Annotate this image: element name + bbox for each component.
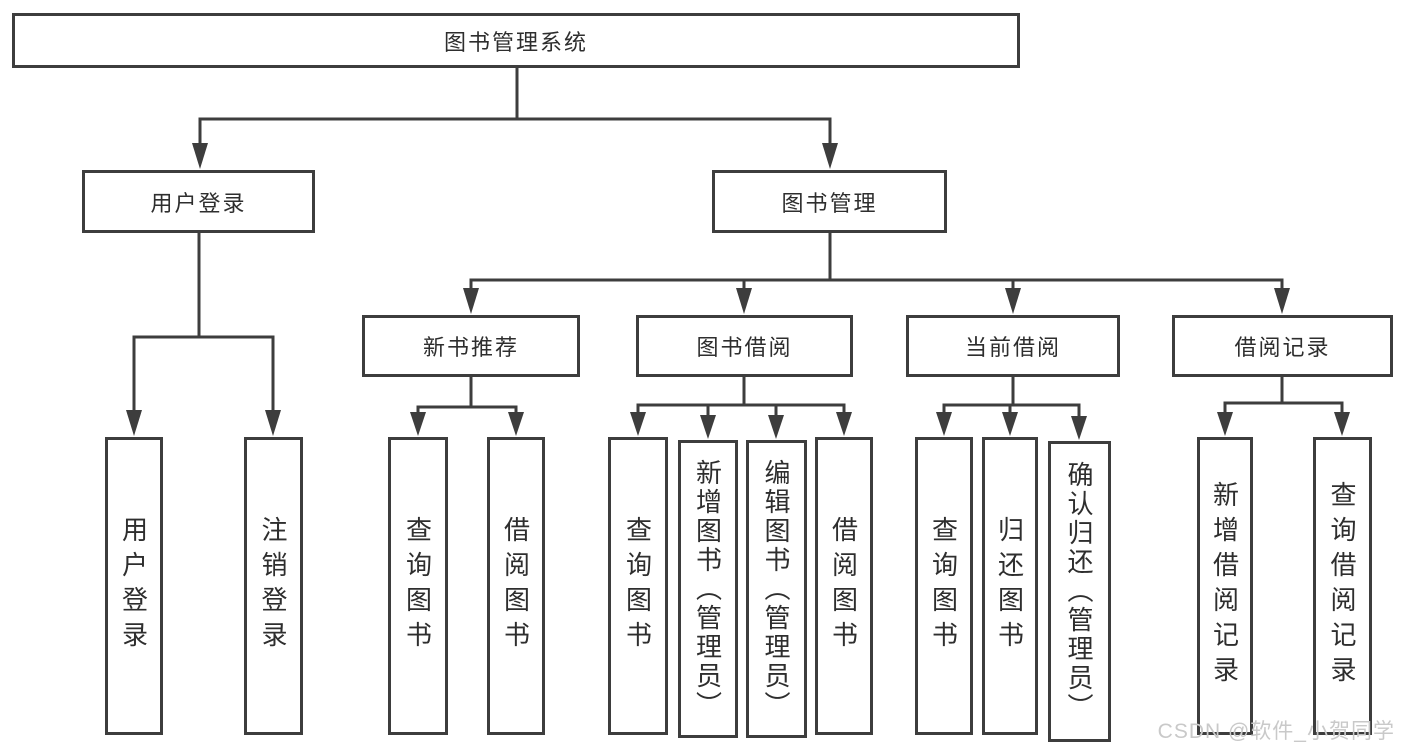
leaf-records-query-borrow-record: 查询借阅记录 <box>1313 437 1372 735</box>
arrowhead <box>508 412 524 436</box>
wire-records-split <box>1223 375 1344 405</box>
wire-root-split <box>198 66 832 121</box>
arrowhead <box>836 412 852 436</box>
leaf-borrow-borrow-books: 借阅图书 <box>815 437 873 735</box>
leaf-current-query-books: 查询图书 <box>915 437 973 735</box>
wire-userlogin-split <box>132 231 275 339</box>
wire-bookmgmt-split <box>469 231 1284 282</box>
arrowhead <box>1002 412 1018 436</box>
arrowhead <box>1274 288 1290 314</box>
leaf-logout: 注销登录 <box>244 437 303 735</box>
leaf-records-add-borrow-record: 新增借阅记录 <box>1197 437 1253 735</box>
arrowhead <box>1217 412 1233 436</box>
arrowhead <box>192 143 208 169</box>
wire-newbook-split <box>416 375 518 409</box>
arrowhead <box>410 412 426 436</box>
wire-current-split <box>942 375 1081 407</box>
node-user-login-group: 用户登录 <box>82 170 315 233</box>
leaf-current-confirm-return-admin: 确认归还（管理员） <box>1048 441 1111 742</box>
node-book-management: 图书管理 <box>712 170 947 233</box>
arrowhead <box>936 412 952 436</box>
arrowhead <box>1005 288 1021 314</box>
arrowhead <box>768 415 784 439</box>
arrowhead <box>700 415 716 439</box>
leaf-borrow-add-books-admin: 新增图书（管理员） <box>678 440 738 738</box>
arrowhead <box>265 410 281 436</box>
leaf-borrow-edit-books-admin: 编辑图书（管理员） <box>746 440 807 738</box>
wire-borrow-split <box>636 375 846 407</box>
arrowhead <box>126 410 142 436</box>
node-new-book-recommend: 新书推荐 <box>362 315 580 377</box>
node-book-borrowing: 图书借阅 <box>636 315 853 377</box>
csdn-watermark: CSDN @软件_小贺同学 <box>1157 720 1395 743</box>
node-root: 图书管理系统 <box>12 13 1020 68</box>
arrowhead <box>822 143 838 169</box>
arrowhead <box>1071 416 1087 440</box>
node-current-borrowing: 当前借阅 <box>906 315 1120 377</box>
leaf-user-login: 用户登录 <box>105 437 163 735</box>
arrowhead <box>736 288 752 314</box>
arrowhead <box>630 412 646 436</box>
leaf-borrow-query-books: 查询图书 <box>608 437 668 735</box>
arrowheads <box>126 143 1350 440</box>
arrowhead <box>463 288 479 314</box>
node-borrow-records: 借阅记录 <box>1172 315 1393 377</box>
leaf-newbook-query-books: 查询图书 <box>388 437 448 735</box>
leaf-current-return-books: 归还图书 <box>982 437 1038 735</box>
arrowhead <box>1334 412 1350 436</box>
leaf-newbook-borrow-books: 借阅图书 <box>487 437 545 735</box>
